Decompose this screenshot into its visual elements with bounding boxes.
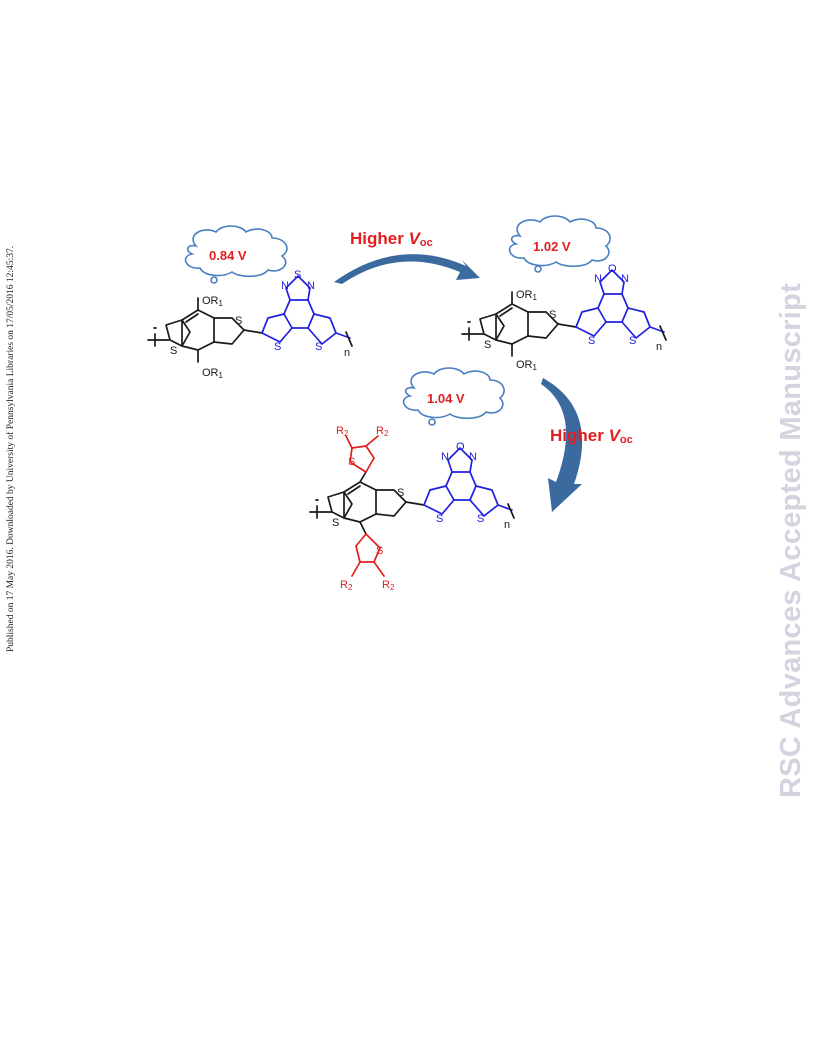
p2-or-top: OR1	[516, 289, 538, 302]
p3-n-left: N	[441, 451, 449, 463]
p3-r-tr: R2	[376, 425, 389, 438]
p3-s-red-bottom: S	[376, 545, 383, 557]
p1-s-top: S	[294, 269, 301, 281]
cloud-2: 1.02 V	[508, 215, 611, 273]
p3-s-a: S	[436, 513, 443, 525]
p1-n-right: N	[307, 280, 315, 292]
cloud-1: 0.84 V	[184, 225, 288, 284]
p1-s-left: S	[170, 345, 177, 357]
cloud-3-value: 1.04 V	[427, 391, 465, 406]
p3-s-red-top: S	[348, 456, 355, 468]
p3-r-bl: R2	[340, 579, 353, 592]
p1-s-right: S	[235, 315, 242, 327]
cloud-1-value: 0.84 V	[209, 248, 247, 263]
cloud-2-value: 1.02 V	[533, 239, 571, 254]
p3-r-br: R2	[382, 579, 395, 592]
p3-s-b: S	[477, 513, 484, 525]
p3-s-left: S	[332, 517, 339, 529]
p3-s-right: S	[397, 487, 404, 499]
polymer-1: OR1 OR1 S S N S N S S n	[147, 269, 353, 380]
p2-s-left: S	[484, 339, 491, 351]
p1-or-bottom: OR1	[202, 367, 224, 380]
p2-n-left: N	[594, 273, 602, 285]
cloud-3: 1.04 V	[402, 367, 505, 426]
p2-o-top: O	[608, 263, 617, 275]
p3-o-top: O	[456, 441, 465, 453]
p2-repeat: n	[656, 341, 662, 353]
p1-repeat: n	[344, 347, 350, 359]
p1-n-left: N	[281, 280, 289, 292]
polymer-3: S S R2 R2 S R2 R2 S N O N S S n	[309, 425, 515, 592]
arrow-right: Higher Voc	[541, 378, 633, 512]
p1-s-b: S	[315, 341, 322, 353]
p1-s-a: S	[274, 341, 281, 353]
p2-or-bottom: OR1	[516, 359, 538, 372]
p2-s-b: S	[629, 335, 636, 347]
p3-n-right: N	[469, 451, 477, 463]
arrow-top-label: Higher Voc	[350, 229, 433, 249]
arrow-right-label: Higher Voc	[550, 426, 633, 446]
p2-s-a: S	[588, 335, 595, 347]
polymer-2: OR1 OR1 S S N O N S S n	[461, 263, 667, 372]
p3-repeat: n	[504, 519, 510, 531]
p2-n-right: N	[621, 273, 629, 285]
p1-or-top: OR1	[202, 295, 224, 308]
arrow-top: Higher Voc	[334, 229, 480, 284]
p3-r-tl: R2	[336, 425, 349, 438]
p2-s-right: S	[549, 309, 556, 321]
